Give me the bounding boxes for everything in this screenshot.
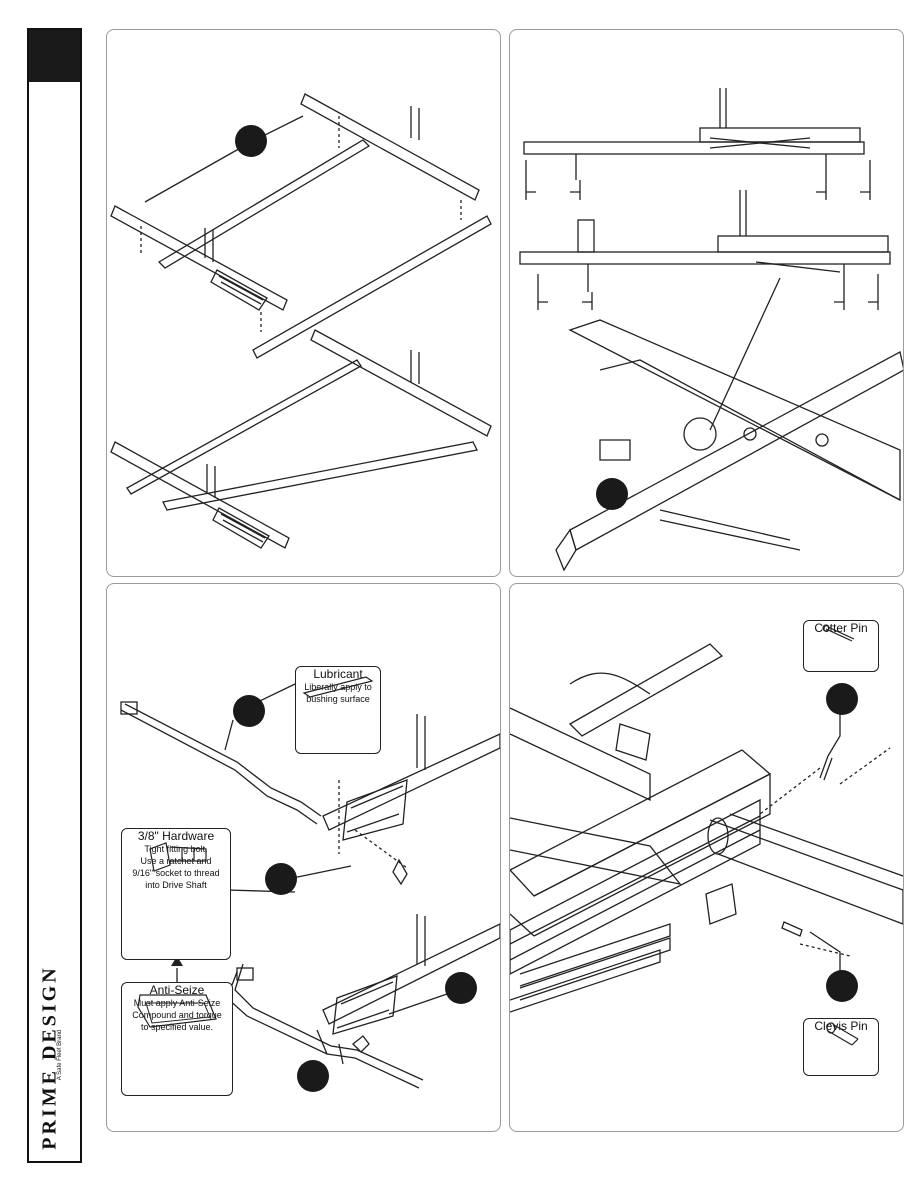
hardware-callout: 3/8" Hardware Tight fitting bolt. Use a … xyxy=(121,828,231,960)
panel-drive-shaft: Lubricant Liberally apply to bushing sur… xyxy=(106,583,501,1132)
lubricant-desc-line1: Liberally apply to xyxy=(304,682,372,692)
step-marker-icon xyxy=(826,970,858,1002)
step-marker-icon xyxy=(235,125,267,157)
cotter-pin-label: Cotter Pin xyxy=(814,621,868,635)
step-marker-icon xyxy=(297,1060,329,1092)
lubricant-title: Lubricant xyxy=(313,667,363,681)
antiseize-line2: Compound and torque xyxy=(132,1010,222,1020)
lubricant-tube-icon xyxy=(302,676,374,698)
hardware-line4: into Drive Shaft xyxy=(145,880,207,890)
bolt-icon xyxy=(149,842,207,872)
cotter-pin-callout: Cotter Pin xyxy=(803,620,879,672)
cotter-pin-icon xyxy=(822,624,855,642)
antiseize-title: Anti-Seize xyxy=(149,983,205,997)
clevis-pin-callout: Clevis Pin xyxy=(803,1018,879,1076)
hardware-title: 3/8" Hardware xyxy=(137,829,215,843)
step-marker-icon xyxy=(445,972,477,1004)
brand-tagline: A Safe Fleet Brand xyxy=(57,1029,63,1081)
antiseize-tube-icon xyxy=(137,994,217,1028)
brand-tagline-wrap: A Safe Fleet Brand xyxy=(52,1000,68,1120)
panel-rack-overview xyxy=(106,29,501,577)
step-marker-icon xyxy=(265,863,297,895)
hardware-line1: Tight fitting bolt. xyxy=(144,844,208,854)
rack-overview-illustration xyxy=(110,93,492,549)
clevis-pin-icon xyxy=(826,1022,859,1046)
antiseize-callout: Anti-Seize Must apply Anti-Seize Compoun… xyxy=(121,982,233,1096)
hardware-line3: 9/16" socket to thread xyxy=(132,868,220,878)
panel-side-views xyxy=(509,29,904,577)
step-marker-icon xyxy=(596,478,628,510)
side-view-illustration xyxy=(519,88,903,572)
lubricant-callout: Lubricant Liberally apply to bushing sur… xyxy=(295,666,381,754)
sidebar-header-block xyxy=(29,30,80,82)
antiseize-line3: to specified value. xyxy=(140,1022,214,1032)
drive-shaft-illustration xyxy=(120,683,500,1092)
panel-pin-detail: Cotter Pin Clevis Pin xyxy=(509,583,904,1132)
sidebar xyxy=(27,28,82,1163)
step-marker-icon xyxy=(233,695,265,727)
pin-detail-illustration xyxy=(510,643,903,1013)
step-marker-icon xyxy=(826,683,858,715)
lubricant-desc-line2: bushing surface xyxy=(306,694,370,704)
